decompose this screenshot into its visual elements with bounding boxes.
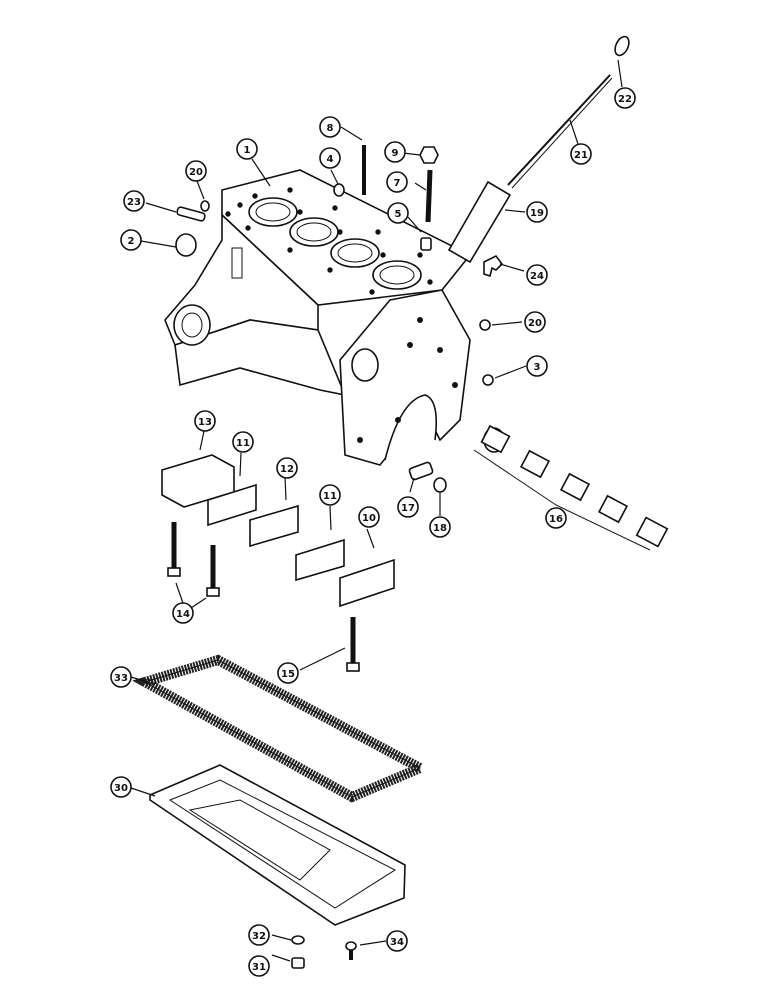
plug-20-side [479, 319, 491, 331]
dipstick-handle-22 [614, 35, 630, 57]
callout-22: 22 [614, 87, 636, 109]
callout-23: 23 [123, 190, 145, 212]
callout-number: 3 [534, 362, 541, 373]
callout-number: 24 [530, 271, 544, 282]
callout-12: 12 [276, 457, 298, 479]
callout-number: 15 [281, 669, 295, 680]
callout-20b: 20 [524, 311, 546, 333]
drain-plug-31 [291, 957, 305, 969]
callout-18: 18 [429, 516, 451, 538]
callout-number: 16 [549, 514, 563, 525]
callout-9: 9 [384, 141, 406, 163]
callout-number: 34 [390, 937, 404, 948]
callout-number: 8 [327, 123, 334, 134]
plug-20-top [200, 200, 210, 212]
stud-23 [176, 206, 206, 222]
callout-number: 5 [395, 209, 402, 220]
callout-number: 1 [244, 145, 251, 156]
plug-3 [482, 374, 494, 386]
callout-1: 1 [236, 138, 258, 160]
dowel-5 [420, 237, 432, 251]
callout-8: 8 [319, 116, 341, 138]
callout-10: 10 [358, 506, 380, 528]
fitting-24 [483, 254, 504, 278]
camshaft-bearings-16 [473, 424, 669, 551]
washer-32 [291, 935, 305, 945]
callout-number: 2 [128, 236, 135, 247]
oil-pan-gasket-33 [132, 654, 432, 803]
callout-number: 18 [433, 523, 447, 534]
callout-16: 16 [545, 507, 567, 529]
callout-2: 2 [120, 229, 142, 251]
callout-14: 14 [172, 602, 194, 624]
callout-number: 10 [362, 513, 376, 524]
oil-pan-30 [149, 764, 406, 926]
washer-18 [433, 477, 447, 493]
callout-number: 33 [114, 673, 128, 684]
callout-32: 32 [248, 924, 270, 946]
callout-number: 12 [280, 464, 294, 475]
callout-number: 11 [236, 438, 250, 449]
callout-number: 7 [394, 178, 401, 189]
callout-number: 9 [392, 148, 399, 159]
bolts-14 [167, 522, 220, 597]
cylinder-block [164, 169, 472, 466]
callout-13: 13 [194, 410, 216, 432]
callout-number: 11 [323, 491, 337, 502]
bolt-15 [346, 617, 360, 672]
callout-34: 34 [386, 930, 408, 952]
callout-number: 30 [114, 783, 128, 794]
callout-number: 32 [252, 931, 266, 942]
bolt-34 [345, 941, 357, 960]
callout-number: 17 [401, 503, 415, 514]
callout-4: 4 [319, 147, 341, 169]
callout-number: 23 [127, 197, 141, 208]
nut-9 [419, 146, 439, 164]
callout-number: 31 [252, 962, 266, 973]
callout-number: 19 [530, 208, 544, 219]
callout-number: 20 [189, 167, 203, 178]
callout-33: 33 [110, 666, 132, 688]
callout-11a: 11 [232, 431, 254, 453]
callout-7: 7 [386, 171, 408, 193]
callouts: 1 2 3 4 5 7 8 9 10 11 11 12 13 14 15 16 … [110, 87, 636, 977]
callout-5: 5 [387, 202, 409, 224]
plug-2 [175, 233, 197, 257]
dipstick-21 [507, 74, 613, 189]
callout-24: 24 [526, 264, 548, 286]
callout-number: 13 [198, 417, 212, 428]
callout-30: 30 [110, 776, 132, 798]
plug-4 [333, 183, 345, 197]
callout-11b: 11 [319, 484, 341, 506]
callout-number: 4 [327, 154, 334, 165]
callout-number: 14 [176, 609, 190, 620]
callout-21: 21 [570, 143, 592, 165]
callout-15: 15 [277, 662, 299, 684]
callout-number: 20 [528, 318, 542, 329]
callout-3: 3 [526, 355, 548, 377]
callout-number: 22 [618, 94, 632, 105]
callout-31: 31 [248, 955, 270, 977]
stud-7 [425, 169, 433, 223]
plug-17 [408, 461, 434, 481]
leader-lines [130, 59, 623, 962]
dipstick-tube-19 [447, 180, 512, 264]
callout-20a: 20 [185, 160, 207, 182]
callout-17: 17 [397, 496, 419, 518]
callout-19: 19 [526, 201, 548, 223]
callout-number: 21 [574, 150, 588, 161]
main-bearing-caps [161, 454, 395, 608]
